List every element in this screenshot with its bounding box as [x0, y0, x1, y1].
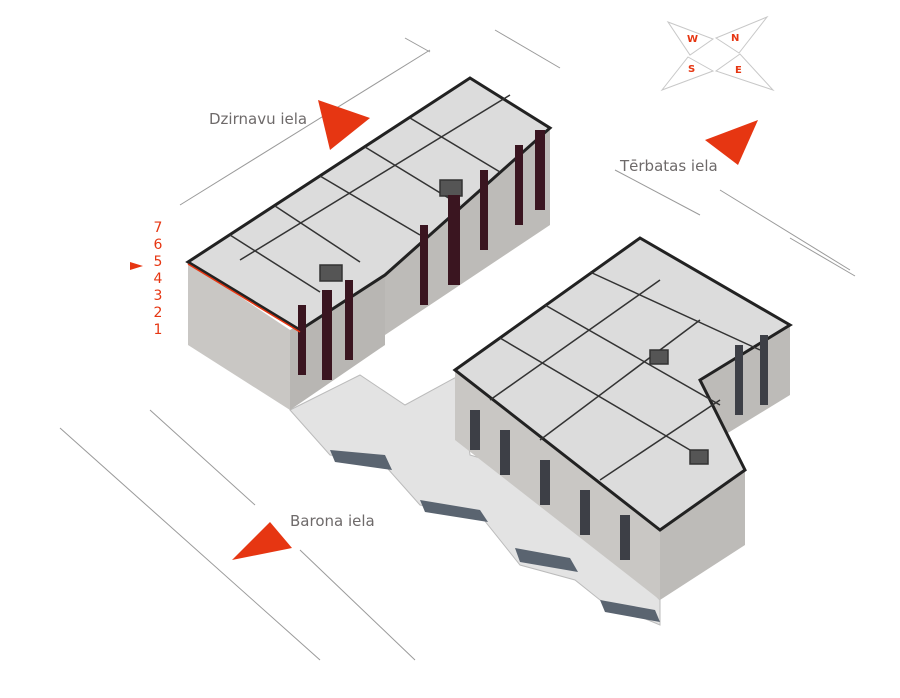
selected-floor-arrow-icon [130, 262, 143, 270]
compass-west: W [687, 34, 699, 45]
street-lines [59, 29, 856, 661]
floor-7[interactable]: 7 [153, 220, 163, 236]
floor-1[interactable]: 1 [153, 322, 163, 338]
floor-6[interactable]: 6 [153, 237, 163, 253]
floor-2[interactable]: 2 [153, 305, 163, 321]
floor-4[interactable]: 4 [153, 271, 163, 287]
building-block-south[interactable] [452, 236, 793, 600]
compass-north: N [731, 33, 740, 44]
street-label-terbatas: Tērbatas iela [620, 157, 718, 175]
floor-5[interactable]: 5 [153, 254, 163, 270]
selected-floor-line [187, 263, 301, 333]
compass-east: E [735, 65, 742, 76]
street-arrows [130, 100, 758, 560]
building-block-north[interactable] [185, 76, 553, 410]
compass-icon [660, 15, 775, 92]
street-label-dzirnavu: Dzirnavu iela [209, 110, 308, 128]
floor-3[interactable]: 3 [153, 288, 163, 304]
compass-south: S [688, 64, 696, 75]
street-label-barona: Barona iela [290, 512, 375, 530]
bridge-windows [330, 450, 660, 622]
